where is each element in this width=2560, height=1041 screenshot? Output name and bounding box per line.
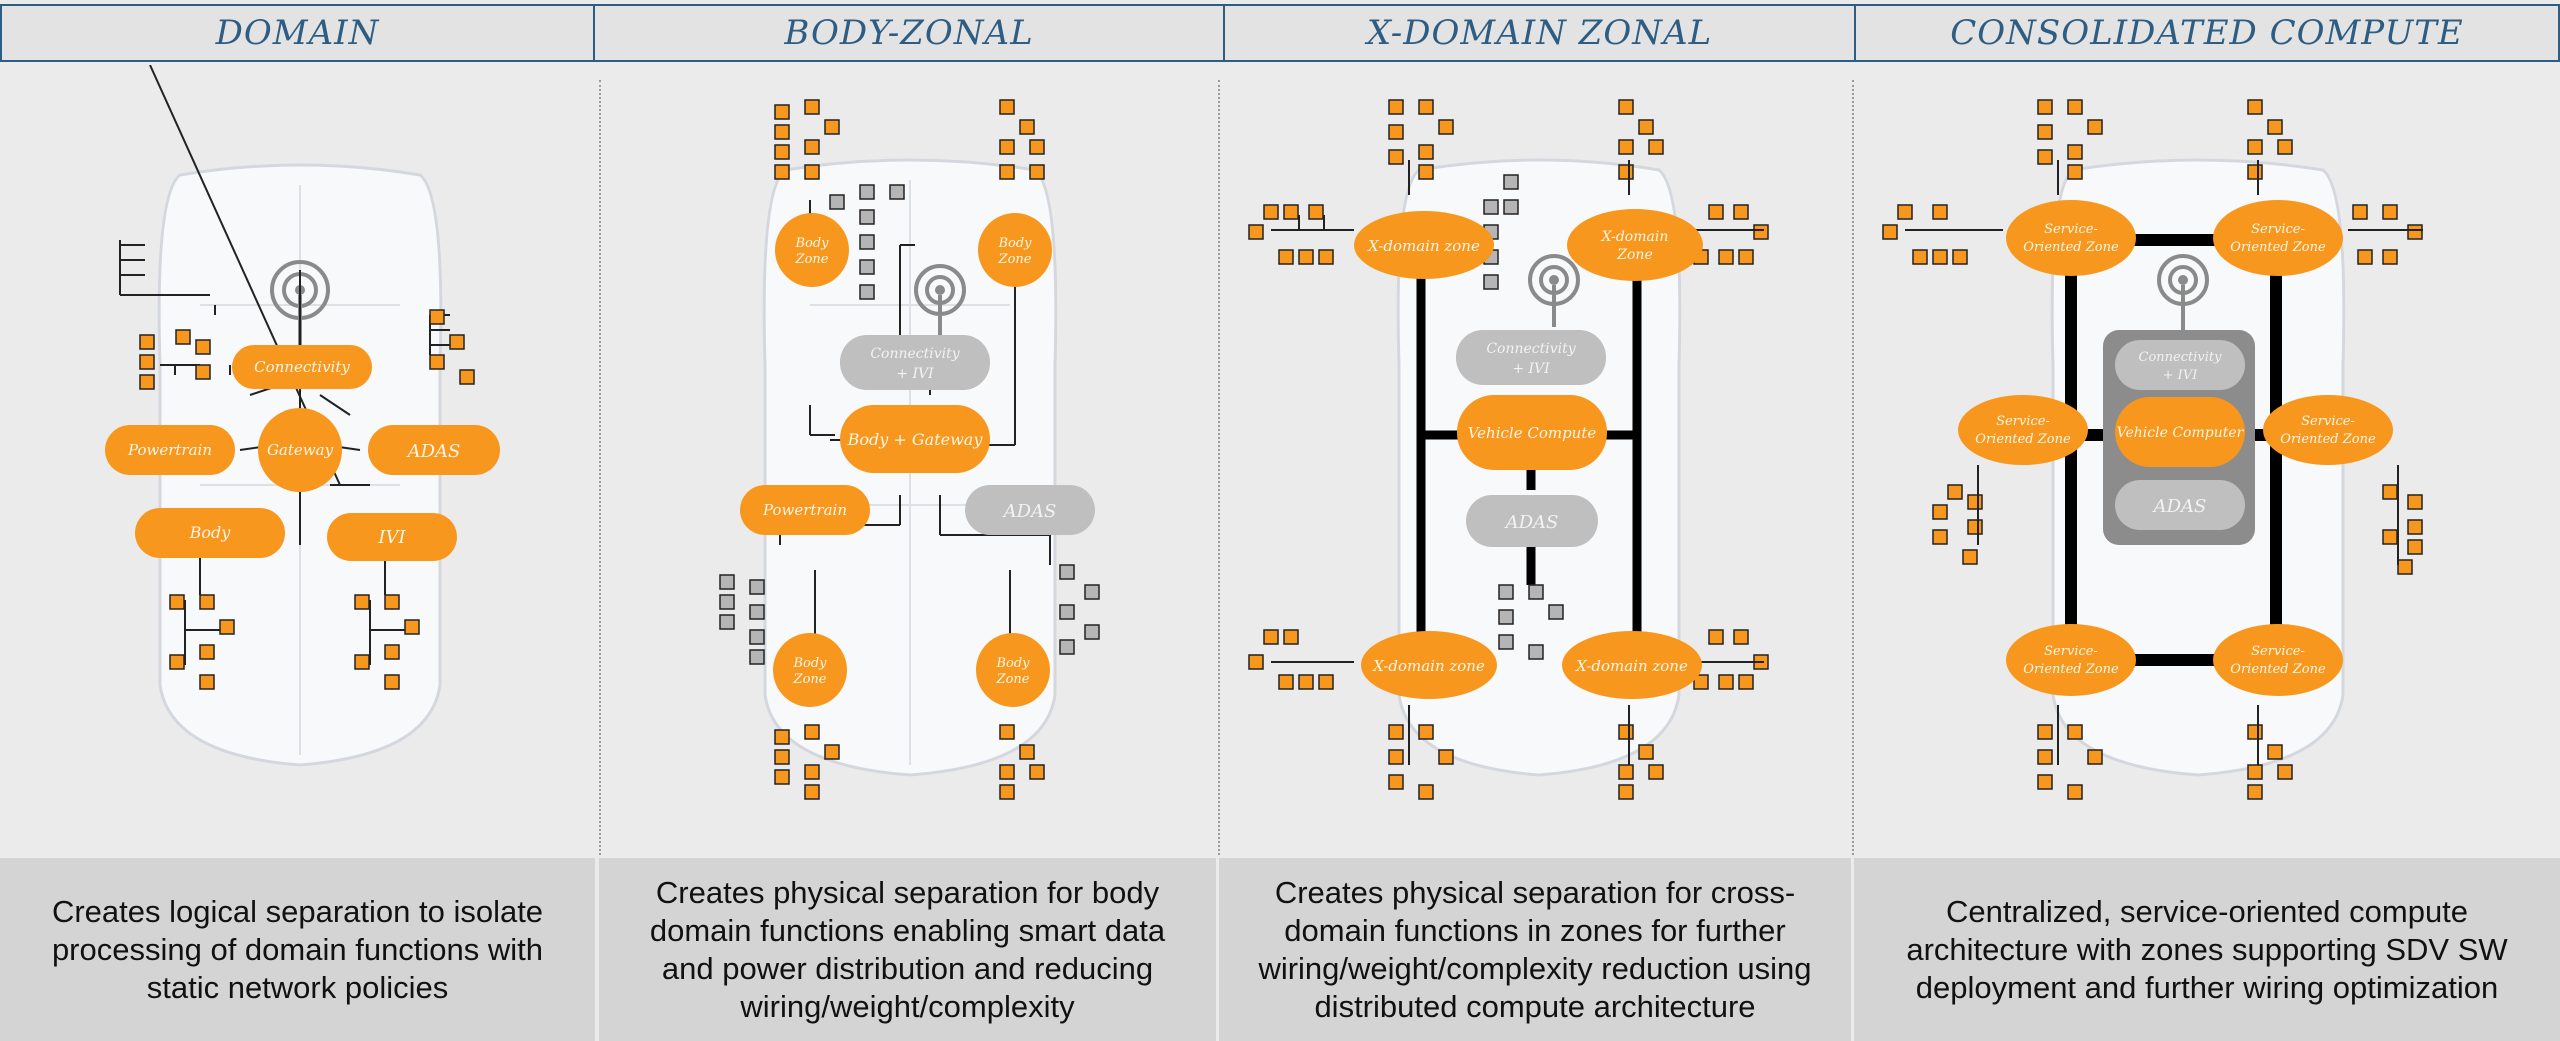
antenna-icon — [2157, 254, 2209, 330]
description-xdomain-zonal: Creates physical separation for cross-do… — [1219, 858, 1851, 1041]
zone-label: Service- — [2044, 644, 2098, 659]
service-oriented-zone-node: Service- Oriented Zone — [2213, 624, 2343, 696]
xdomain-zone-label: Zone — [1616, 247, 1652, 263]
zone-label: Oriented Zone — [2023, 240, 2119, 255]
zone-label: Oriented Zone — [2230, 662, 2326, 677]
gateway-node: Gateway — [258, 408, 342, 492]
connectivity-label: Connectivity — [870, 346, 960, 362]
adas-label: ADAS — [406, 441, 461, 462]
xdomain-zone-label: X-domain zone — [1575, 657, 1688, 675]
xdomain-zone-node: X-domain zone — [1562, 631, 1702, 699]
zone-label: Zone — [793, 672, 827, 687]
description-body-zonal: Creates physical separation for body dom… — [599, 858, 1216, 1041]
connectivity-label: Connectivity — [2139, 350, 2223, 365]
powertrain-label: Powertrain — [762, 501, 847, 519]
service-oriented-zone-node: Service- Oriented Zone — [2006, 624, 2136, 696]
service-oriented-zone-node: Service- Oriented Zone — [2263, 395, 2393, 465]
xdomain-zonal-diagram: X-domain zone X-domain Zone Connectivity… — [1248, 99, 1769, 800]
header-domain: DOMAIN — [0, 4, 595, 62]
vehicle-compute-node: Vehicle Compute — [1457, 395, 1607, 470]
xdomain-zone-label: X-domain zone — [1367, 237, 1480, 255]
panel-divider — [1852, 80, 1854, 855]
body-gateway-node: Body + Gateway — [840, 405, 990, 473]
header-consolidated-compute: CONSOLIDATED COMPUTE — [1854, 4, 2560, 62]
connectivity-ivi-node: Connectivity + IVI — [2115, 340, 2245, 390]
connectivity-node: Connectivity — [232, 345, 372, 389]
ecu-connector-cluster — [774, 99, 1045, 800]
header-row: DOMAIN BODY-ZONAL X-DOMAIN ZONAL CONSOLI… — [0, 0, 2560, 65]
ivi-node: IVI — [327, 513, 457, 561]
adas-node: ADAS — [965, 485, 1095, 535]
body-zonal-diagram: Body Zone Body Zone Connectivity + IVI B… — [719, 99, 1100, 800]
legacy-connector-cluster — [719, 184, 1100, 665]
zone-label: Service- — [1996, 414, 2050, 429]
body-zone-node: Body Zone — [978, 213, 1052, 287]
body-gateway-label: Body + Gateway — [847, 430, 984, 449]
zone-label: Body — [995, 656, 1030, 671]
zone-label: Service- — [2251, 644, 2305, 659]
ecu-connector-cluster — [1248, 99, 1769, 800]
connectivity-label: Connectivity — [1486, 341, 1576, 357]
connectivity-label: Connectivity — [254, 358, 350, 376]
body-zone-node: Body Zone — [976, 633, 1050, 707]
header-xdomain-zonal: X-DOMAIN ZONAL — [1223, 4, 1856, 62]
adas-node: ADAS — [368, 425, 500, 475]
adas-label: ADAS — [2152, 496, 2207, 517]
vehicle-computer-node: Vehicle Computer — [2115, 397, 2245, 467]
zone-label: Oriented Zone — [2280, 432, 2376, 447]
ivi-label: + IVI — [2163, 368, 2199, 383]
connectivity-ivi-node: Connectivity + IVI — [1456, 330, 1606, 385]
xdomain-zone-node: X-domain zone — [1361, 631, 1497, 699]
panel-divider — [599, 80, 601, 855]
zone-label: Body — [792, 656, 827, 671]
ivi-label: + IVI — [1512, 361, 1550, 377]
powertrain-label: Powertrain — [127, 441, 212, 459]
body-zone-node: Body Zone — [775, 213, 849, 287]
panel-divider — [1218, 80, 1220, 855]
zone-label: Service- — [2251, 222, 2305, 237]
body-label: Body — [189, 523, 232, 542]
ivi-label: + IVI — [896, 366, 934, 382]
zone-label: Zone — [996, 672, 1030, 687]
antenna-icon — [914, 264, 966, 335]
ivi-label: IVI — [377, 527, 406, 548]
description-consolidated-compute: Centralized, service-oriented compute ar… — [1854, 858, 2560, 1041]
zone-label: Service- — [2301, 414, 2355, 429]
service-oriented-zone-node: Service- Oriented Zone — [1958, 395, 2088, 465]
connectivity-ivi-node: Connectivity + IVI — [840, 335, 990, 390]
adas-node: ADAS — [2115, 480, 2245, 530]
gateway-label: Gateway — [267, 441, 334, 459]
vehicle-compute-label: Vehicle Compute — [1468, 424, 1597, 442]
adas-node: ADAS — [1466, 495, 1598, 547]
adas-label: ADAS — [1002, 501, 1057, 522]
body-node: Body — [135, 508, 285, 558]
xdomain-zone-node: X-domain Zone — [1567, 209, 1703, 281]
header-body-zonal: BODY-ZONAL — [593, 4, 1225, 62]
zone-label: Oriented Zone — [2230, 240, 2326, 255]
zone-label: Oriented Zone — [1975, 432, 2071, 447]
zone-label: Oriented Zone — [2023, 662, 2119, 677]
zone-label: Body — [794, 236, 829, 251]
description-domain: Creates logical separation to isolate pr… — [0, 858, 595, 1041]
description-row: Creates logical separation to isolate pr… — [0, 858, 2560, 1041]
adas-label: ADAS — [1504, 512, 1559, 533]
legacy-connector-cluster — [1483, 174, 1564, 660]
vehicle-computer-label: Vehicle Computer — [2117, 425, 2245, 441]
zone-label: Zone — [795, 252, 829, 267]
zone-label: Zone — [998, 252, 1032, 267]
consolidated-compute-diagram: Service- Oriented Zone Service- Oriented… — [1882, 99, 2423, 800]
xdomain-zone-label: X-domain — [1601, 229, 1669, 245]
zone-label: Body — [997, 236, 1032, 251]
powertrain-node: Powertrain — [105, 425, 235, 475]
service-oriented-zone-node: Service- Oriented Zone — [2006, 200, 2136, 276]
domain-diagram: Connectivity Gateway Powertrain ADAS Bod… — [105, 65, 500, 767]
powertrain-node: Powertrain — [740, 485, 870, 535]
service-oriented-zone-node: Service- Oriented Zone — [2213, 200, 2343, 276]
antenna-icon — [1528, 254, 1580, 327]
xdomain-zone-node: X-domain zone — [1354, 211, 1494, 279]
xdomain-zone-label: X-domain zone — [1372, 657, 1485, 675]
body-zone-node: Body Zone — [773, 633, 847, 707]
zone-label: Service- — [2044, 222, 2098, 237]
